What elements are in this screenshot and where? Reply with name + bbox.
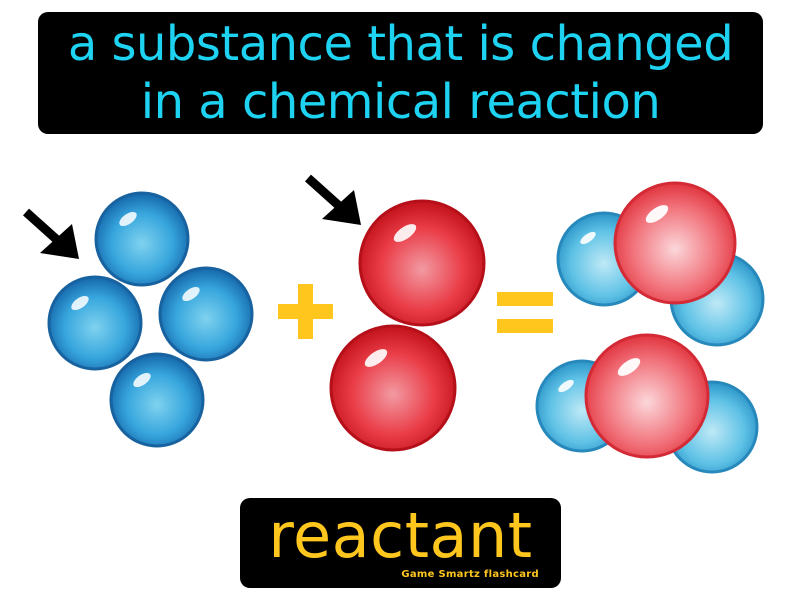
brand-label: Game Smartz flashcard bbox=[401, 569, 539, 580]
plus-icon bbox=[278, 284, 333, 339]
red-atom bbox=[329, 324, 457, 452]
blue-atom bbox=[94, 191, 190, 287]
blue-atom bbox=[47, 275, 143, 371]
arrow-icon bbox=[22, 208, 79, 259]
definition-box: a substance that is changed in a chemica… bbox=[38, 12, 763, 134]
term-box: reactant Game Smartz flashcard bbox=[240, 498, 561, 588]
reaction-illustration bbox=[22, 174, 765, 474]
arrow-icon bbox=[304, 174, 361, 225]
blue-atom bbox=[158, 266, 254, 362]
product-molecule bbox=[535, 333, 759, 474]
equals-icon bbox=[497, 292, 553, 333]
red-atom bbox=[358, 199, 486, 327]
definition-line-2: in a chemical reaction bbox=[140, 74, 661, 130]
blue-atom bbox=[109, 352, 205, 448]
definition-line-1: a substance that is changed bbox=[67, 16, 734, 72]
term-word: reactant bbox=[268, 499, 533, 572]
product-molecule bbox=[556, 181, 765, 347]
